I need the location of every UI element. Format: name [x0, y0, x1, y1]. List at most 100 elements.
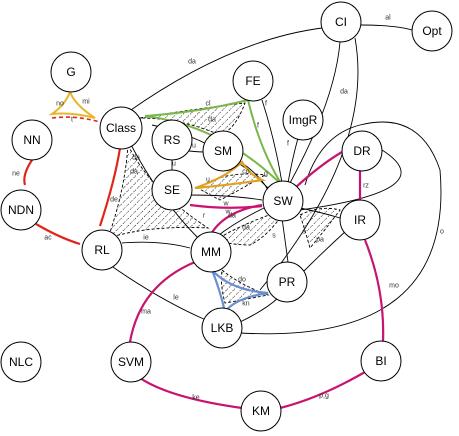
edge-dr-o [299, 149, 402, 211]
hyperedge-nn-class [51, 116, 101, 123]
edge-label-se-co: co [242, 169, 250, 176]
edge-label-g-mi: mi [82, 99, 90, 106]
node-rs-label: RS [164, 133, 181, 147]
edge-label-ir-mo: mo [389, 283, 399, 290]
hyperedge-sm-se [194, 160, 267, 190]
node-bi-label: BI [375, 354, 386, 368]
edge-label-sw-da2: da [242, 225, 250, 232]
node-mm-circle [190, 231, 232, 273]
node-fe[interactable]: FE [232, 60, 274, 102]
node-se[interactable]: SE [151, 169, 193, 211]
edge-sw-ci [289, 41, 341, 184]
node-g[interactable]: G [50, 51, 92, 93]
node-opt[interactable]: Opt [411, 10, 453, 52]
edge-label-ndn-ac: ac [44, 235, 52, 242]
node-km[interactable]: KM [240, 390, 282, 432]
edge-label-class-da2: da [130, 169, 138, 176]
nodes: CI Opt G FE ImgR NN Class RS [0, 1, 453, 432]
edge-label-fe-f1: f [265, 101, 267, 108]
node-imgr[interactable]: ImgR [282, 99, 324, 141]
edge-label-mm-do: do [238, 277, 246, 284]
node-class[interactable]: Class [99, 106, 143, 150]
edge-label-km-pg: p,g [319, 393, 329, 400]
node-rl[interactable]: RL [81, 229, 123, 271]
edge-label-class-de: de [110, 197, 118, 204]
hyperedge-km-svm [139, 377, 243, 410]
node-ir-circle [339, 199, 381, 241]
edge-label-dr-rz: rz [363, 183, 369, 190]
edge-label-rs-u2: u [172, 161, 176, 168]
edge-label-fe-cl: cl [205, 101, 211, 108]
node-rs[interactable]: RS [151, 119, 193, 161]
node-imgr-circle [282, 99, 324, 141]
edge-class-ci [127, 27, 323, 113]
node-sm[interactable]: SM [202, 130, 244, 172]
node-pr[interactable]: PR [266, 261, 308, 303]
node-nn[interactable]: NN [11, 119, 53, 161]
edge-label-sw-s2: s [302, 229, 306, 236]
hyperedge-mm-pr [210, 269, 269, 315]
hyperedge-ndn-rl [35, 223, 81, 246]
node-ci[interactable]: CI [320, 1, 362, 43]
node-nn-label: NN [23, 133, 40, 147]
node-mm-label: MM [201, 245, 221, 259]
node-bi-circle [360, 340, 402, 382]
node-ci-label: CI [335, 15, 347, 29]
edge-lkb-pr [239, 297, 279, 323]
node-ir[interactable]: IR [339, 199, 381, 241]
edge-label-class-ci: da [188, 59, 196, 66]
edge-label-g-t: t [71, 117, 73, 124]
edge-label-mm-ma: ma [141, 309, 151, 316]
node-ndn-label: NDN [8, 203, 34, 217]
edge-label-se-u: u [206, 177, 210, 184]
edge-se-sw [189, 194, 263, 201]
node-opt-label: Opt [422, 24, 442, 38]
edge-imgr-sw [287, 137, 299, 184]
node-pr-label: PR [279, 275, 296, 289]
node-se-circle [151, 169, 193, 211]
node-lkb-circle [201, 307, 243, 349]
node-fe-label: FE [245, 74, 260, 88]
hyperedge-fe-sw [247, 99, 283, 186]
edge-label-nn-ne: ne [12, 171, 20, 178]
hatch-sw-ir [299, 207, 341, 249]
node-sm-circle [202, 130, 244, 172]
node-mm[interactable]: MM [190, 231, 232, 273]
node-sm-label: SM [214, 144, 232, 158]
node-lkb[interactable]: LKB [201, 307, 243, 349]
node-rl-circle [81, 229, 123, 271]
edge-label-sw-pa: pa [316, 237, 324, 244]
node-dr-circle [341, 130, 383, 172]
node-opt-circle [411, 10, 453, 52]
node-pr-circle [266, 261, 308, 303]
edge-label-imgr-f: f [287, 141, 289, 148]
edge-label-sw-s1: s [272, 233, 276, 240]
node-rl-label: RL [94, 243, 110, 257]
edge-label-rl-le: le [173, 295, 179, 302]
edge-label-ci-opt: al [385, 15, 391, 22]
hyperedge-rl-class [98, 147, 122, 227]
node-ndn-circle [0, 189, 42, 231]
node-ci-circle [320, 1, 362, 43]
node-dr[interactable]: DR [341, 130, 383, 172]
node-bi[interactable]: BI [360, 340, 402, 382]
node-svm[interactable]: SVM [110, 341, 152, 383]
edge-label-se-g: g [264, 171, 268, 178]
node-g-label: G [66, 65, 75, 79]
edge-sw-ir [299, 207, 341, 219]
edge-labels: al da da no mi t cl da f f f u u u co w … [12, 15, 444, 402]
edge-fe-sw [261, 99, 283, 184]
edge-label-mm-kn: kn [242, 301, 250, 308]
node-ndn[interactable]: NDN [0, 189, 42, 231]
node-se-label: SE [164, 183, 180, 197]
node-nlc[interactable]: NLC [0, 341, 42, 383]
node-sw[interactable]: SW [262, 180, 304, 222]
edge-label-class-da1: da [132, 155, 140, 162]
node-class-label: Class [106, 121, 136, 135]
node-svm-circle [110, 341, 152, 383]
hyperedges [23, 89, 385, 410]
hatch-mm-sw [213, 209, 286, 246]
node-fe-circle [232, 60, 274, 102]
